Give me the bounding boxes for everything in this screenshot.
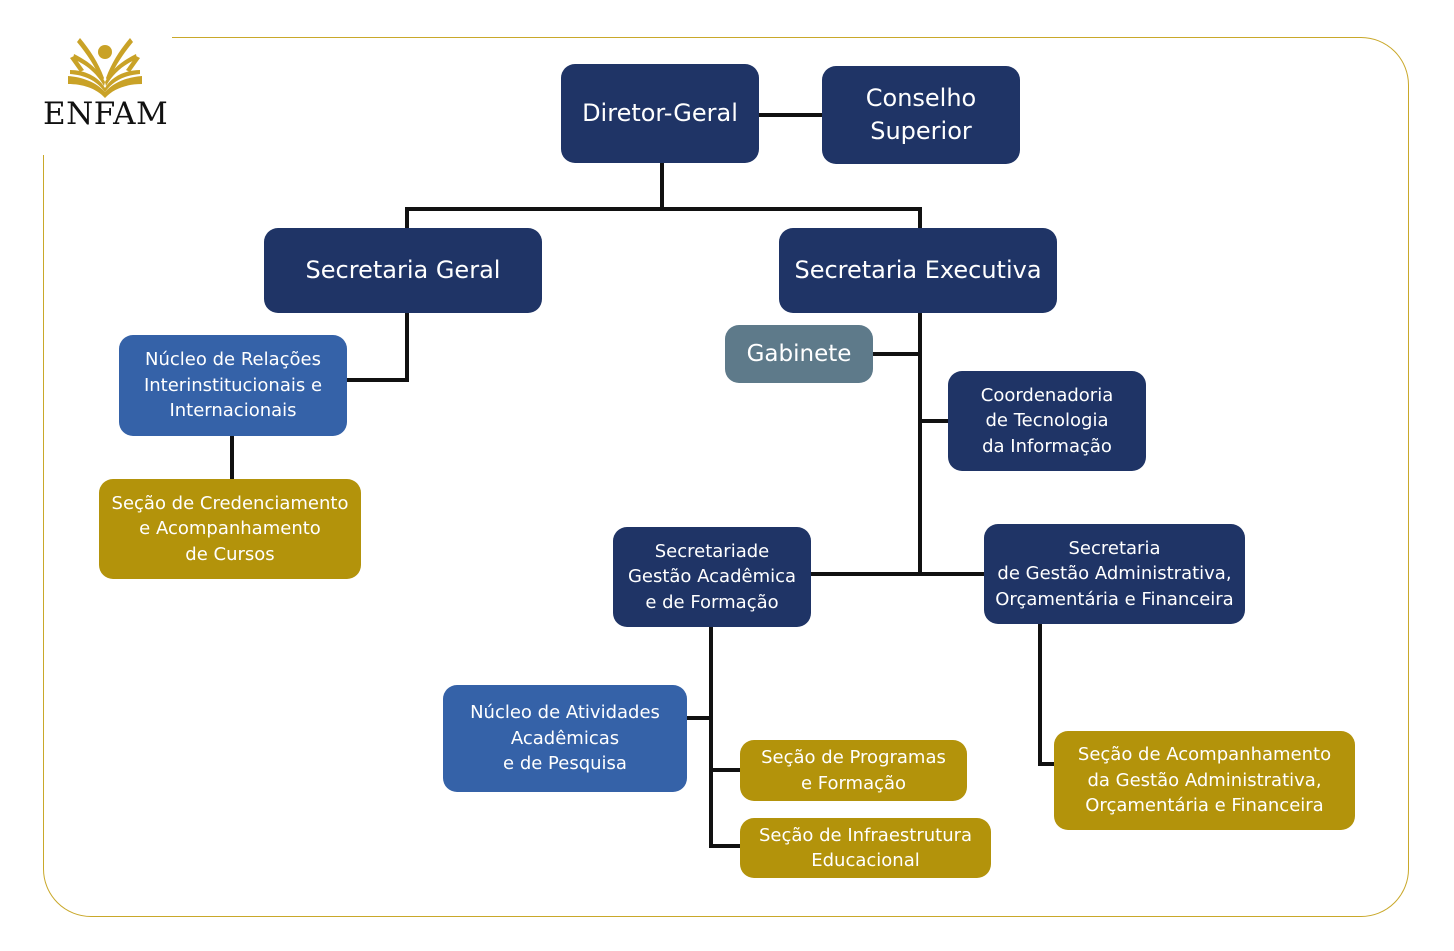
nucleo-atividades-box: Núcleo de Atividades Acadêmicas e de Pes… [443, 685, 687, 792]
nucleo-relacoes-label: Núcleo de Relações Interinstitucionais e… [143, 349, 323, 422]
diretor-geral-box: Diretor-Geral [561, 64, 759, 163]
conselho-superior-box: Conselho Superior [822, 66, 1020, 164]
sec-gestao-academica-label: Secretariade Gestão Acadêmica e de Forma… [627, 540, 797, 613]
secao-acompanhamento-box: Seção de Acompanhamento da Gestão Admini… [1054, 731, 1355, 830]
sec-gestao-administrativa-label: Secretaria de Gestão Administrativa, Orç… [995, 537, 1234, 610]
coord-tecnologia-label: Coordenadoria de Tecnologia da Informaçã… [980, 384, 1114, 457]
gabinete-box: Gabinete [725, 325, 873, 383]
coord-tecnologia-box: Coordenadoria de Tecnologia da Informaçã… [948, 371, 1146, 471]
secretaria-executiva-label: Secretaria Executiva [794, 256, 1042, 284]
secao-programas-label: Seção de Programas e Formação [761, 747, 946, 794]
nucleo-relacoes-box: Núcleo de Relações Interinstitucionais e… [119, 335, 347, 436]
open-book-logo-icon [68, 38, 142, 98]
sec-gestao-academica-box: Secretariade Gestão Acadêmica e de Forma… [613, 527, 811, 627]
secretaria-executiva-box: Secretaria Executiva [779, 228, 1057, 313]
secretaria-geral-box: Secretaria Geral [264, 228, 542, 313]
conselho-superior-label: Conselho Superior [865, 84, 977, 145]
nucleo-atividades-label: Núcleo de Atividades Acadêmicas e de Pes… [470, 702, 660, 775]
secao-credenciamento-box: Seção de Credenciamento e Acompanhamento… [99, 479, 361, 579]
gabinete-label: Gabinete [746, 341, 852, 367]
logo-wordmark: ENFAM [43, 96, 169, 132]
secao-credenciamento-label: Seção de Credenciamento e Acompanhamento… [111, 492, 349, 565]
secao-infraestrutura-label: Seção de Infraestrutura Educacional [758, 824, 973, 872]
frame-gap [30, 20, 172, 155]
diretor-geral-label: Diretor-Geral [582, 99, 738, 127]
secao-programas-box: Seção de Programas e Formação [740, 740, 967, 801]
secao-infraestrutura-box: Seção de Infraestrutura Educacional [740, 818, 991, 878]
secretaria-geral-label: Secretaria Geral [305, 256, 501, 284]
page-frame [43, 37, 1409, 917]
secao-acompanhamento-label: Seção de Acompanhamento da Gestão Admini… [1077, 744, 1332, 817]
sec-gestao-administrativa-box: Secretaria de Gestão Administrativa, Orç… [984, 524, 1245, 624]
